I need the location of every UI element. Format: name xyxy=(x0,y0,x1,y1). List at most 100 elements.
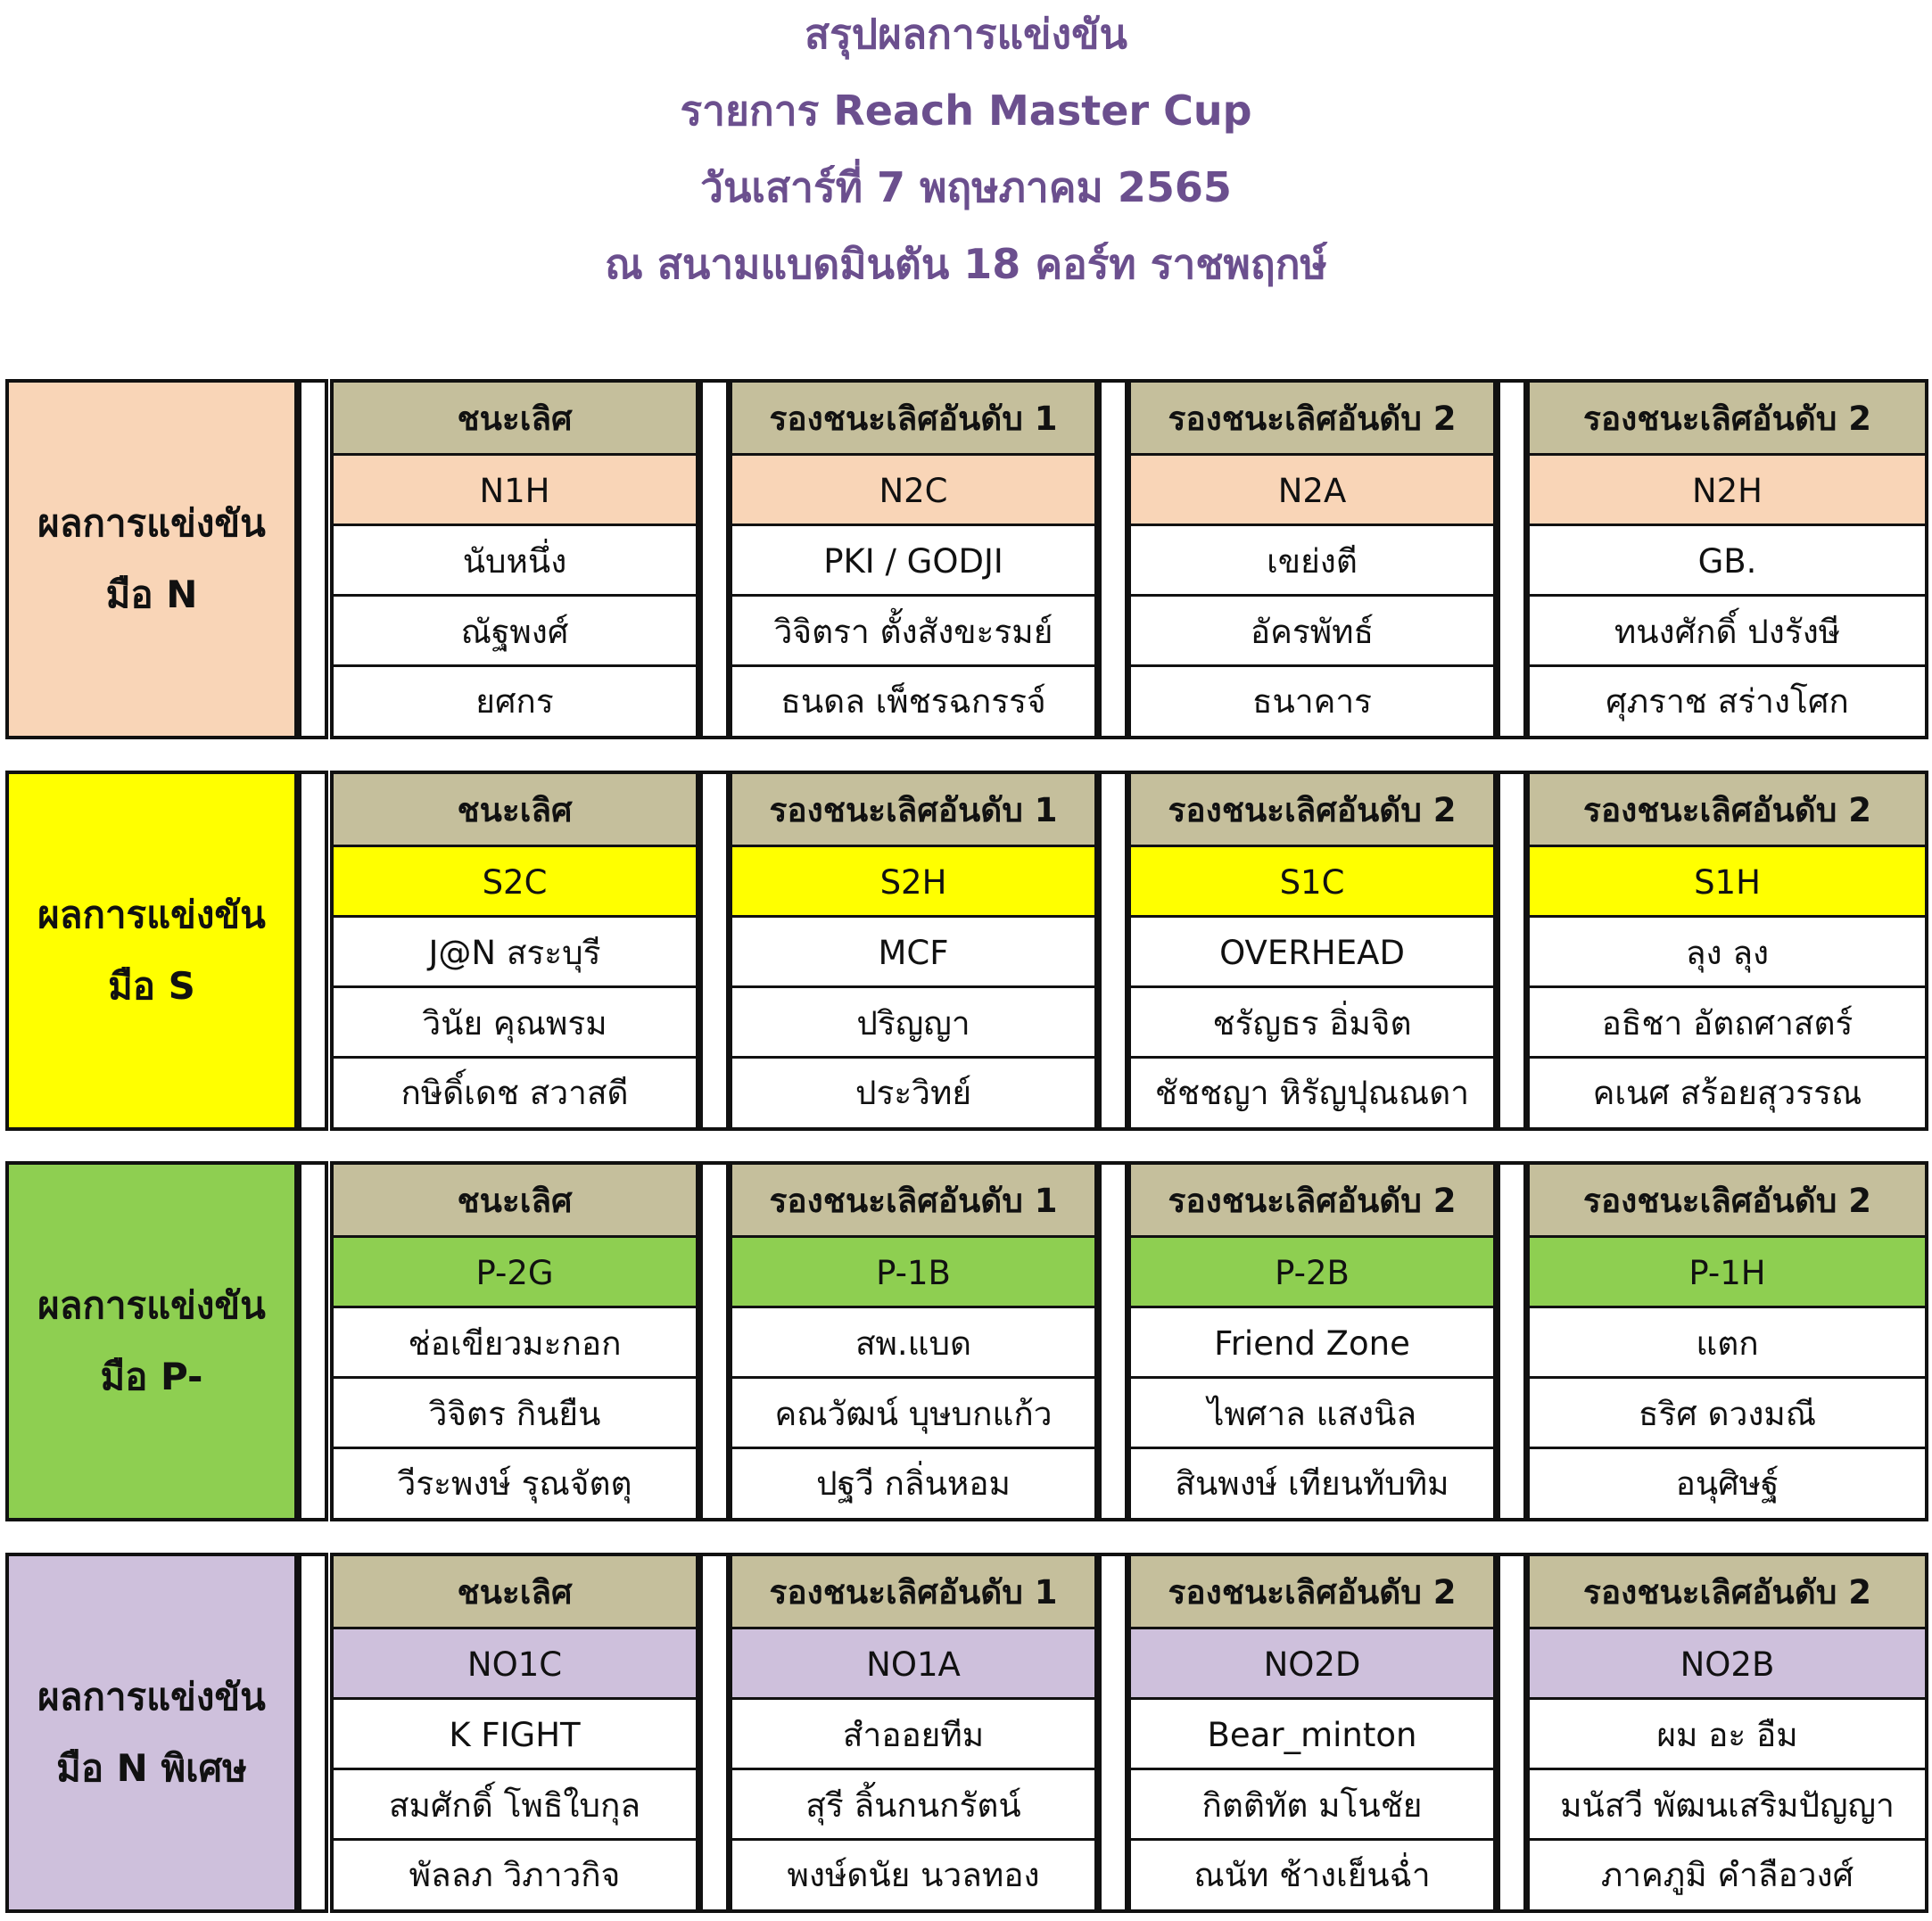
placement-header: รองชนะเลิศอันดับ 1 xyxy=(732,383,1094,455)
player-name-cell: ปฐวี กลิ่นหอม xyxy=(732,1447,1094,1518)
team-name-cell: GB. xyxy=(1530,524,1925,596)
placement-header: ชนะเลิศ xyxy=(334,383,696,455)
team-name-cell: นับหนึ่ง xyxy=(334,524,696,596)
player-name-cell: วีระพงษ์ รุณจัตตุ xyxy=(334,1447,696,1518)
player-name-cell: ไพศาล แสงนิล xyxy=(1131,1376,1493,1448)
placement-header: รองชนะเลิศอันดับ 2 xyxy=(1131,383,1493,455)
player-name-cell: กิตติทัต มโนชัย xyxy=(1131,1768,1493,1840)
team-name-cell: J@N สระบุรี xyxy=(334,915,696,987)
title-line-3: วันเสาร์ที่ 7 พฤษภาคม 2565 xyxy=(700,163,1232,211)
category-label-line-1: ผลการแข่งขัน xyxy=(37,1675,266,1719)
team-name-cell: MCF xyxy=(732,915,1094,987)
column-divider xyxy=(1098,1553,1128,1913)
team-code-cell: S1H xyxy=(1530,845,1925,917)
column-divider xyxy=(1497,1553,1527,1913)
team-name-cell: PKI / GODJI xyxy=(732,524,1094,596)
team-code-cell: N2A xyxy=(1131,453,1493,525)
player-name-cell: ธริศ ดวงมณี xyxy=(1530,1376,1925,1448)
team-code-cell: P-2G xyxy=(334,1235,696,1307)
player-name-cell: ประวิทย์ xyxy=(732,1056,1094,1127)
player-name-cell: พัลลภ วิภาวกิจ xyxy=(334,1838,696,1909)
placement-header: รองชนะเลิศอันดับ 2 xyxy=(1131,774,1493,846)
column-divider xyxy=(699,1161,730,1521)
team-name-cell: K FIGHT xyxy=(334,1697,696,1769)
team-code-cell: S2C xyxy=(334,845,696,917)
player-name-cell: กษิดิ์เดช สวาสดี xyxy=(334,1056,696,1127)
team-name-cell: ช่อเขียวมะกอก xyxy=(334,1306,696,1378)
column-divider xyxy=(699,1553,730,1913)
team-name-cell: แตก xyxy=(1530,1306,1925,1378)
column-divider xyxy=(1098,379,1128,739)
player-name-cell: ชัชชญา หิรัญปุณณดา xyxy=(1131,1056,1493,1127)
team-name-cell: สำออยทีม xyxy=(732,1697,1094,1769)
player-name-cell: คเนศ สร้อยสุวรรณ xyxy=(1530,1056,1925,1127)
player-name-cell: อนุศิษฐ์ xyxy=(1530,1447,1925,1518)
column-divider xyxy=(1497,1161,1527,1521)
placement-header: ชนะเลิศ xyxy=(334,1165,696,1237)
column-divider xyxy=(298,771,328,1131)
team-name-cell: ผม อะ อืม xyxy=(1530,1697,1925,1769)
player-name-cell: ณนัท ช้างเย็นฉ่ำ xyxy=(1131,1838,1493,1909)
category-label-line-2: มือ N xyxy=(105,573,198,616)
team-code-cell: S2H xyxy=(732,845,1094,917)
team-name-cell: ลุง ลุง xyxy=(1530,915,1925,987)
column-divider xyxy=(298,1553,328,1913)
team-name-cell: เขย่งตี xyxy=(1131,524,1493,596)
team-code-cell: S1C xyxy=(1131,845,1493,917)
player-name-cell: ยศกร xyxy=(334,664,696,736)
placement-header: รองชนะเลิศอันดับ 2 xyxy=(1131,1556,1493,1628)
team-code-cell: N2C xyxy=(732,453,1094,525)
player-name-cell: ทนงศักดิ์ ปงรังษี xyxy=(1530,594,1925,666)
player-name-cell: วินัย คุณพรม xyxy=(334,985,696,1058)
category-label-cell: ผลการแข่งขันมือ N xyxy=(5,379,298,739)
team-code-cell: P-1H xyxy=(1530,1235,1925,1307)
placement-header: รองชนะเลิศอันดับ 1 xyxy=(732,774,1094,846)
category-label-line-2: มือ N พิเศษ xyxy=(56,1746,247,1790)
title-line-1: สรุปผลการแข่งขัน xyxy=(805,10,1127,58)
placement-header: รองชนะเลิศอันดับ 2 xyxy=(1530,383,1925,455)
player-name-cell: ศุภราช สร่างโศก xyxy=(1530,664,1925,736)
player-name-cell: มนัสวี พัฒนเสริมปัญญา xyxy=(1530,1768,1925,1840)
category-label-line-2: มือ S xyxy=(108,964,195,1008)
team-code-cell: NO1C xyxy=(334,1627,696,1699)
player-name-cell: ธนดล เพ็ชรฉกรรจ์ xyxy=(732,664,1094,736)
category-label-line-2: มือ P- xyxy=(100,1355,203,1398)
column-divider xyxy=(699,379,730,739)
team-code-cell: N1H xyxy=(334,453,696,525)
placement-header: รองชนะเลิศอันดับ 2 xyxy=(1131,1165,1493,1237)
column-divider xyxy=(298,379,328,739)
placement-header: ชนะเลิศ xyxy=(334,1556,696,1628)
player-name-cell: คณวัฒน์ บุษบกแก้ว xyxy=(732,1376,1094,1448)
player-name-cell: วิจิตรา ตั้งสังขะรมย์ xyxy=(732,594,1094,666)
placement-header: รองชนะเลิศอันดับ 1 xyxy=(732,1556,1094,1628)
category-label-cell: ผลการแข่งขันมือ S xyxy=(5,771,298,1131)
player-name-cell: ณัฐพงศ์ xyxy=(334,594,696,666)
team-code-cell: N2H xyxy=(1530,453,1925,525)
player-name-cell: พงษ์ดนัย นวลทอง xyxy=(732,1838,1094,1909)
player-name-cell: วิจิตร กินยืน xyxy=(334,1376,696,1448)
team-code-cell: P-2B xyxy=(1131,1235,1493,1307)
team-code-cell: NO2B xyxy=(1530,1627,1925,1699)
player-name-cell: สินพงษ์ เทียนทับทิม xyxy=(1131,1447,1493,1518)
category-label-cell: ผลการแข่งขันมือ P- xyxy=(5,1161,298,1521)
column-divider xyxy=(1497,379,1527,739)
category-label-cell: ผลการแข่งขันมือ N พิเศษ xyxy=(5,1553,298,1913)
team-code-cell: NO2D xyxy=(1131,1627,1493,1699)
team-name-cell: Friend Zone xyxy=(1131,1306,1493,1378)
column-divider xyxy=(1098,771,1128,1131)
